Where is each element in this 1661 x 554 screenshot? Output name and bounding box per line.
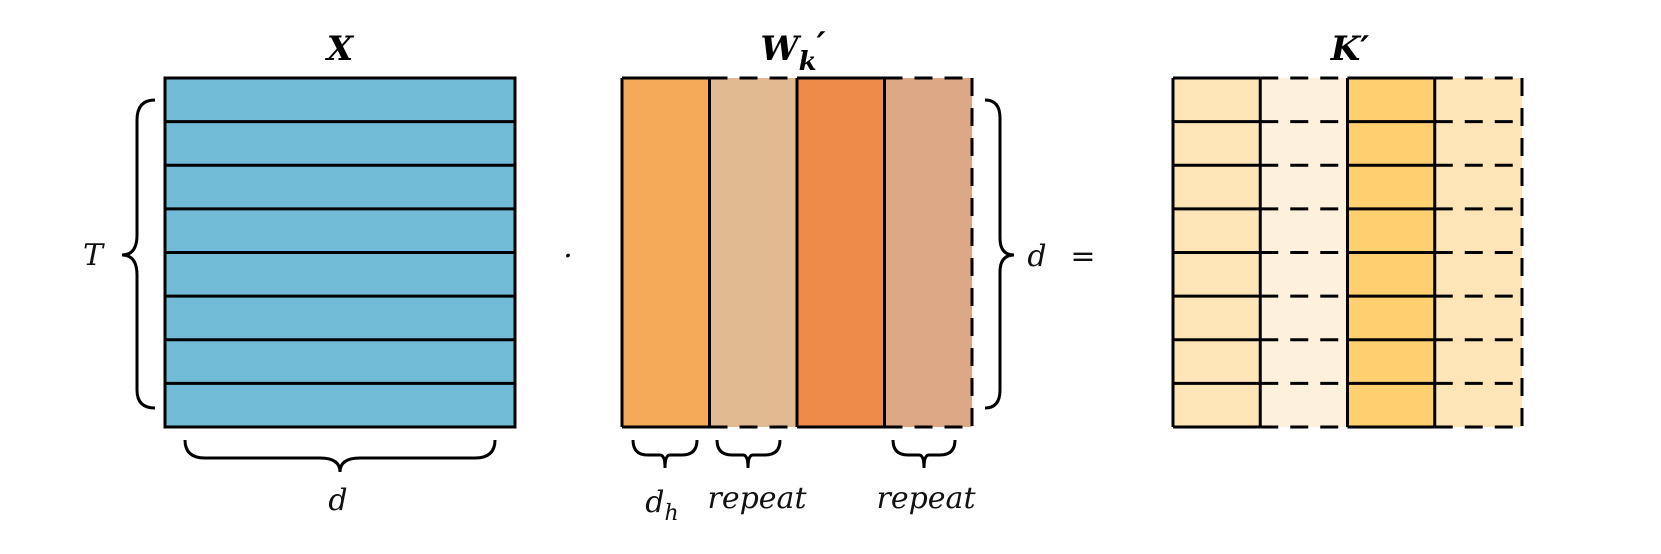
x-title: X [325,29,355,69]
w-column [884,78,972,427]
w-column [797,78,885,427]
repeat-label-1: repeat [708,481,808,516]
w-column [709,78,797,427]
k-matrix [1171,76,1524,429]
t-label: T [83,238,105,273]
repeat-brace-2 [891,439,957,469]
k-title: K′ [1330,29,1370,69]
w-matrix [620,76,974,429]
d-bottom-label: d [328,483,347,518]
repeat-brace-1 [715,439,782,469]
d-right-label: d [1027,239,1046,274]
dh-label: dh [645,485,678,526]
dh-brace [631,439,699,469]
repeat-label-2: repeat [877,481,977,516]
w-title: Wk′ [760,25,825,77]
d-right-brace [984,98,1015,410]
equals-sign: = [1070,239,1095,274]
t-brace [121,98,156,410]
w-column [622,78,710,427]
x-matrix [163,76,517,429]
d-bottom-brace [183,439,497,473]
dot-operator: · [563,239,573,274]
